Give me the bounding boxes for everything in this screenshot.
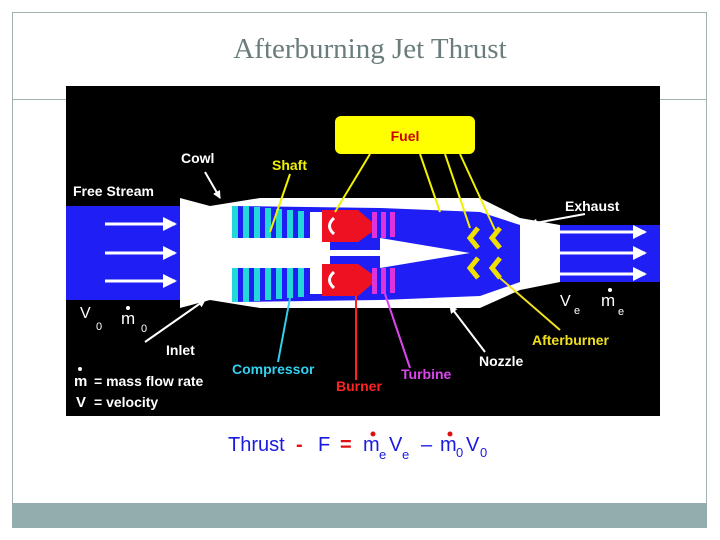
fuel-label: Fuel <box>391 128 420 144</box>
compressor-blades <box>232 206 322 302</box>
equation-F: F <box>318 434 330 456</box>
footer-bar <box>12 503 707 528</box>
turbine-label: Turbine <box>401 366 452 382</box>
nozzle-label: Nozzle <box>479 353 524 369</box>
afterburner-label: Afterburner <box>532 332 610 348</box>
slide-title: Afterburning Jet Thrust <box>233 33 507 65</box>
me-symbol: m <box>601 291 615 310</box>
me-subscript: e <box>618 306 624 318</box>
compressor-label: Compressor <box>232 361 315 377</box>
fuel-lines <box>334 153 496 231</box>
v0-subscript: 0 <box>96 321 102 333</box>
free-stream-arrows <box>105 217 177 288</box>
legend-mdot-symbol: m <box>74 373 87 390</box>
equation-me-sub: e <box>379 447 386 462</box>
me-dot <box>608 288 612 292</box>
cowl-label: Cowl <box>181 150 214 166</box>
equation-dash: - <box>296 434 303 456</box>
equation-m0-dot <box>447 431 453 437</box>
tail-cone <box>380 238 470 268</box>
equation-m0-m: m <box>440 434 457 456</box>
equation-ve-V: V <box>389 434 403 456</box>
burner-cans <box>322 210 372 296</box>
free-stream-label: Free Stream <box>73 183 154 199</box>
exhaust-arrows <box>545 225 647 281</box>
turbine-blades <box>372 212 395 294</box>
leader-lines <box>144 171 586 380</box>
m0-symbol: m <box>121 309 135 328</box>
m0-subscript: 0 <box>141 323 147 335</box>
equation-equals: = <box>340 434 352 456</box>
inlet-label: Inlet <box>166 342 195 358</box>
legend-mdot-dot <box>78 367 82 371</box>
m0-dot <box>126 306 130 310</box>
fuel-box <box>335 116 475 154</box>
equation-ve-sub: e <box>402 447 409 462</box>
burner-label: Burner <box>336 378 382 394</box>
equation-me-m: m <box>363 434 380 456</box>
legend-v-definition: = velocity <box>94 394 158 410</box>
v0-symbol: V <box>80 305 91 322</box>
equation-me-dot <box>370 431 376 437</box>
thrust-equation: Thrust - F = m e V e – m 0 V 0 <box>228 431 487 462</box>
equation-m0-sub: 0 <box>456 445 463 460</box>
shaft-label: Shaft <box>272 157 307 173</box>
ve-subscript: e <box>574 305 580 317</box>
legend-v-symbol: V <box>76 394 86 411</box>
equation-thrust: Thrust <box>228 434 285 456</box>
equation-v0-sub: 0 <box>480 445 487 460</box>
afterburner-flameholders <box>466 226 502 280</box>
equation-minus: – <box>421 434 433 456</box>
ve-symbol: V <box>560 293 571 310</box>
shaft-core <box>225 250 405 256</box>
equation-v0-V: V <box>466 434 480 456</box>
exhaust-label: Exhaust <box>565 198 620 214</box>
legend-mdot-definition: = mass flow rate <box>94 373 204 389</box>
